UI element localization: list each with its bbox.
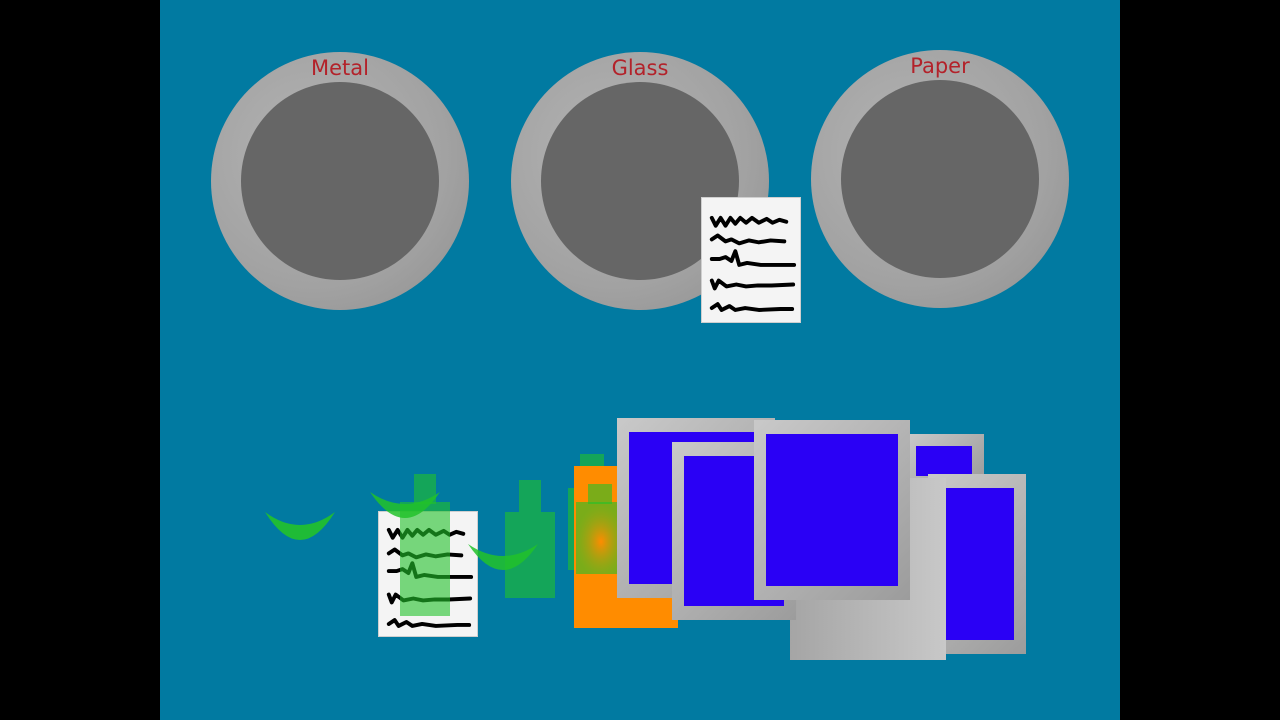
bin-opening <box>841 80 1039 278</box>
bin-label-metal: Metal <box>311 56 369 80</box>
bin-opening <box>241 82 439 280</box>
metal-frame-item[interactable] <box>754 420 910 600</box>
scribble-icon <box>709 215 797 312</box>
paper-bin[interactable]: Paper <box>811 50 1069 308</box>
frame-pane <box>942 488 1014 640</box>
bin-label-glass: Glass <box>611 56 669 80</box>
metal-bin[interactable]: Metal <box>211 52 469 310</box>
paper-sheet-item[interactable] <box>701 197 801 323</box>
frame-pane <box>916 446 972 476</box>
glass-bottle-item[interactable] <box>398 474 452 618</box>
bin-label-paper: Paper <box>910 54 970 78</box>
game-stage: Metal Glass Paper <box>160 0 1120 720</box>
glass-bin[interactable]: Glass <box>511 52 769 310</box>
frame-pane <box>766 434 898 586</box>
glass-cup-item[interactable] <box>263 508 337 552</box>
glass-bottle-item[interactable] <box>503 480 557 598</box>
